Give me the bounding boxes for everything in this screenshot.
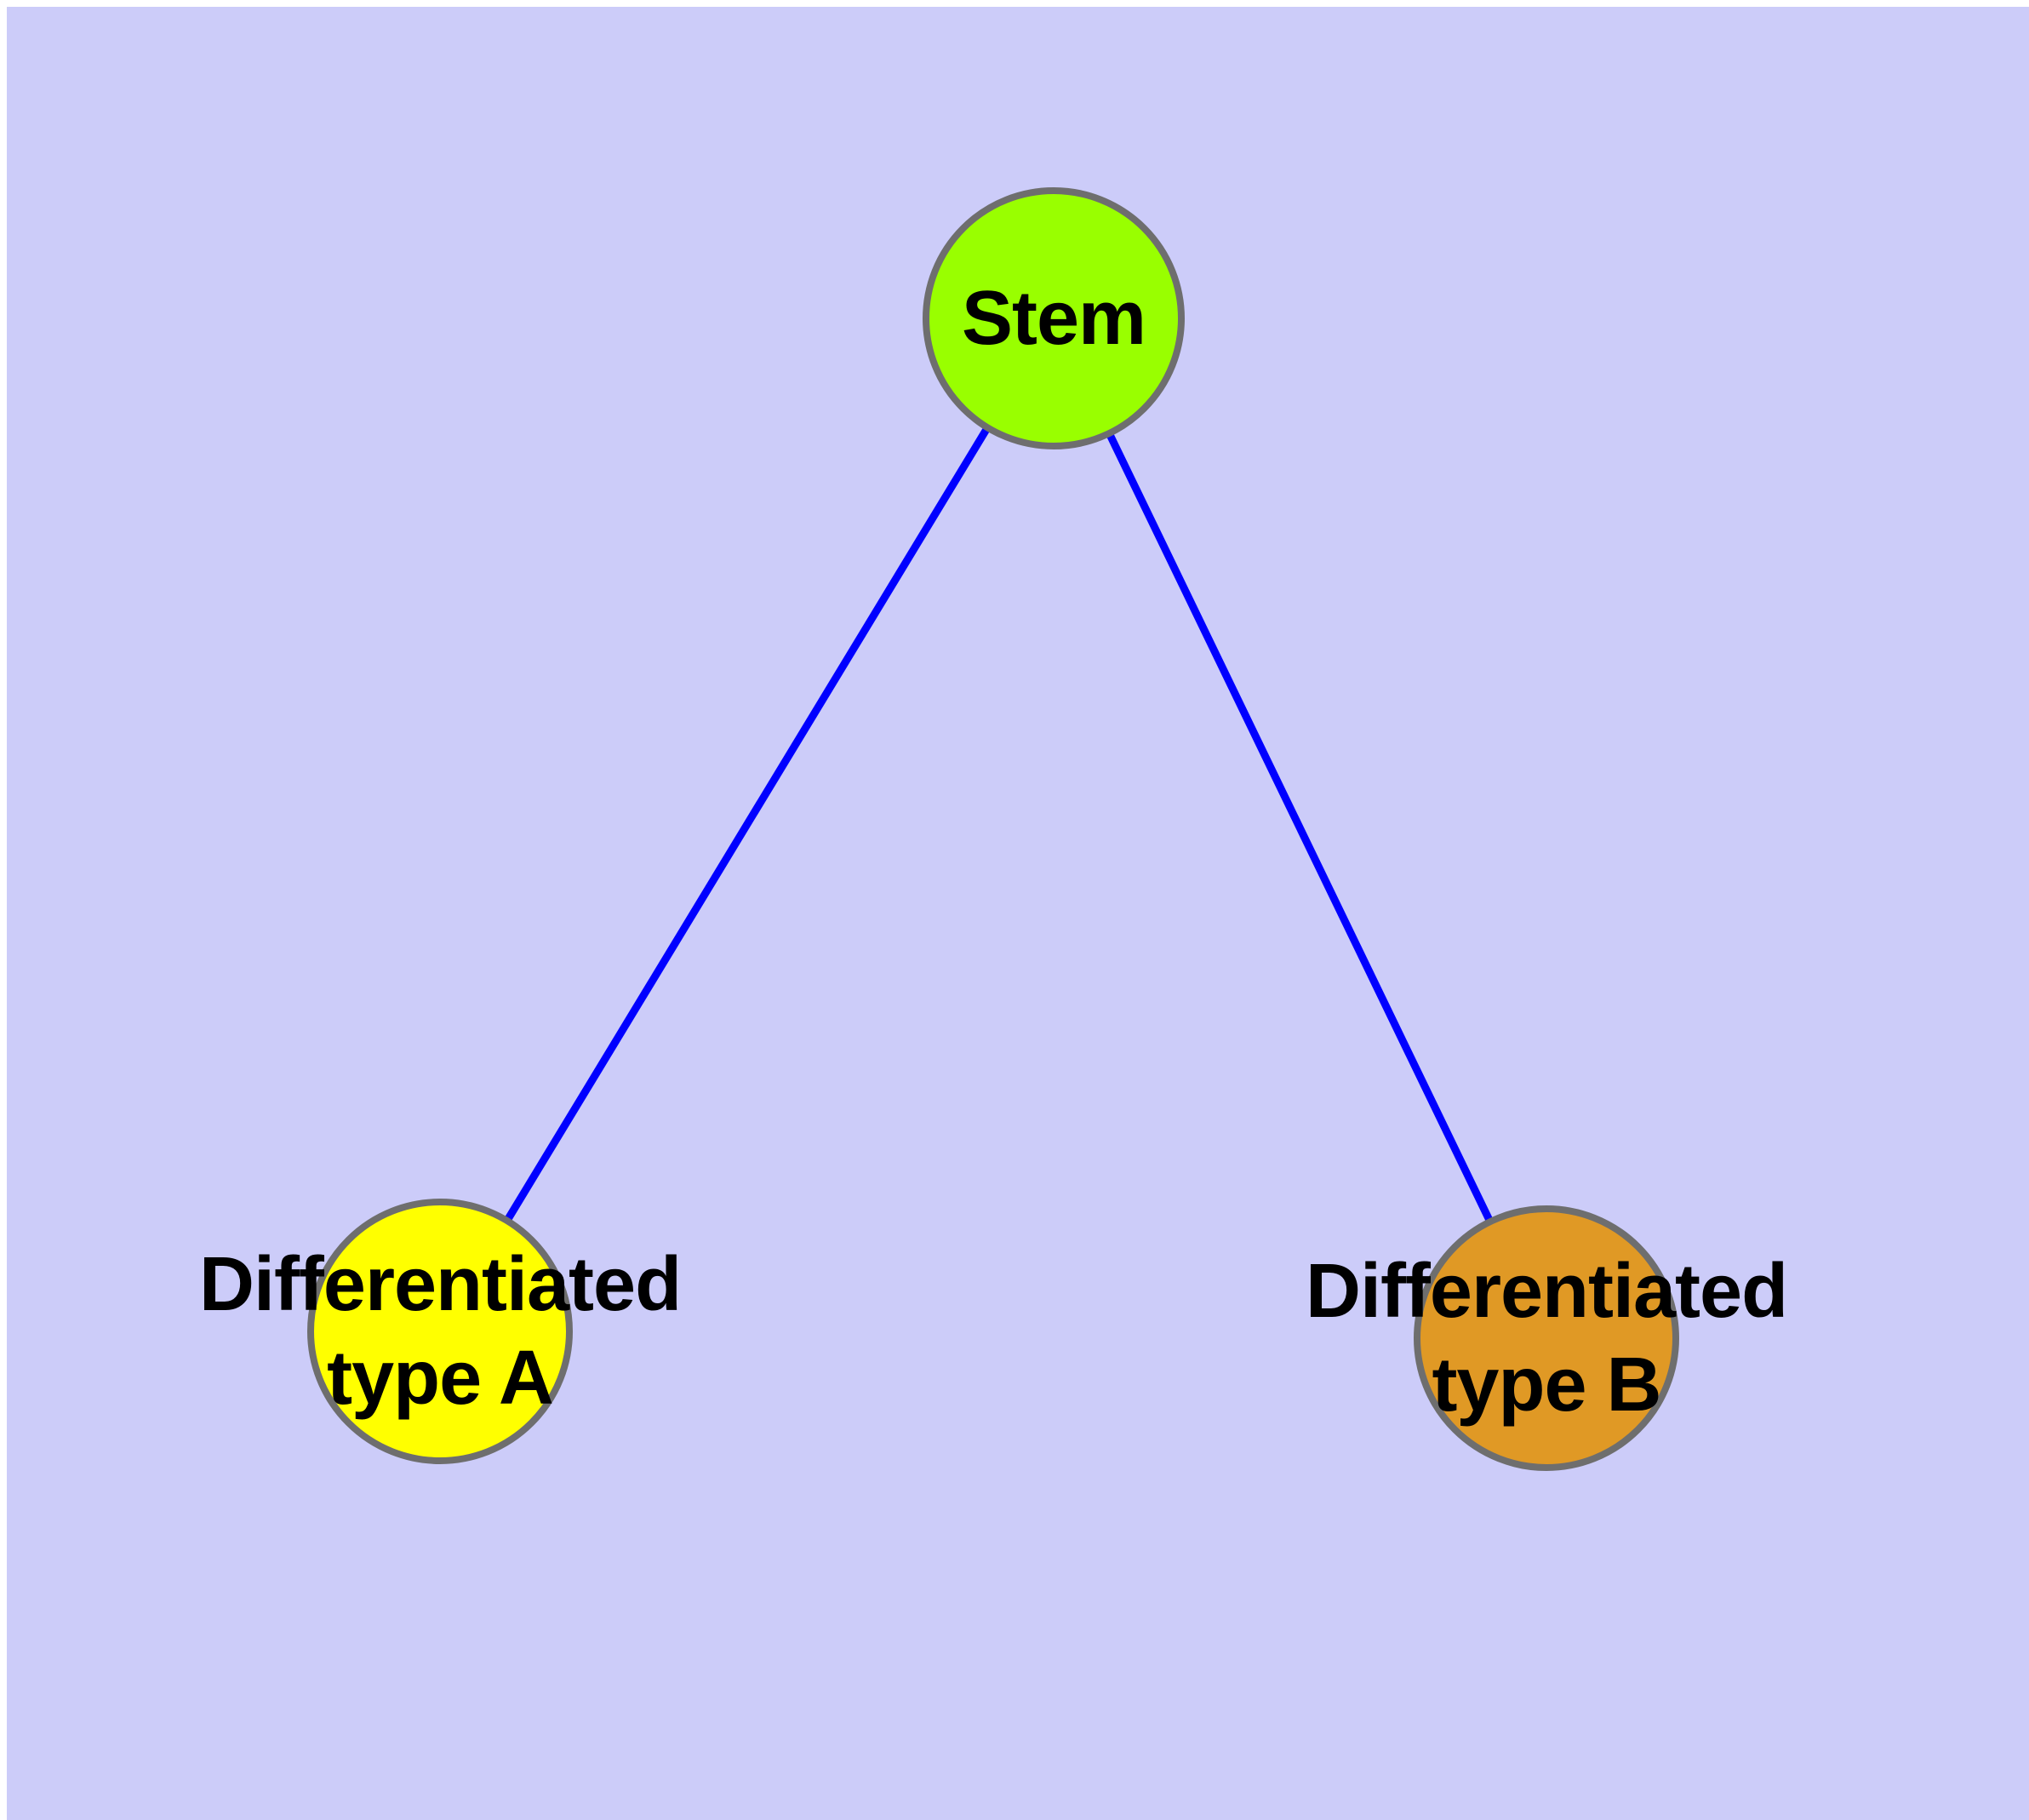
- node-label-stem: Stem: [962, 272, 1146, 365]
- graph-svg: [307, 187, 1679, 1471]
- graph-edge-stem-to-diff_b: [1106, 432, 1494, 1224]
- graph-node-diff_a[interactable]: [307, 1199, 573, 1464]
- nodes-group: [307, 187, 1679, 1471]
- node-label-line: Differentiated: [1305, 1249, 1788, 1334]
- node-label-line: type A: [327, 1336, 554, 1421]
- node-label-line: type B: [1432, 1342, 1661, 1428]
- node-label-line: Differentiated: [198, 1242, 682, 1327]
- graph-edge-stem-to-diff_a: [503, 425, 992, 1223]
- graph-node-diff_b[interactable]: [1414, 1205, 1679, 1471]
- graph-node-stem[interactable]: [923, 187, 1185, 449]
- edges-group: [503, 425, 1494, 1224]
- node-label-diff_a: Differentiated type A: [198, 1238, 682, 1425]
- node-label-line: Stem: [961, 276, 1146, 361]
